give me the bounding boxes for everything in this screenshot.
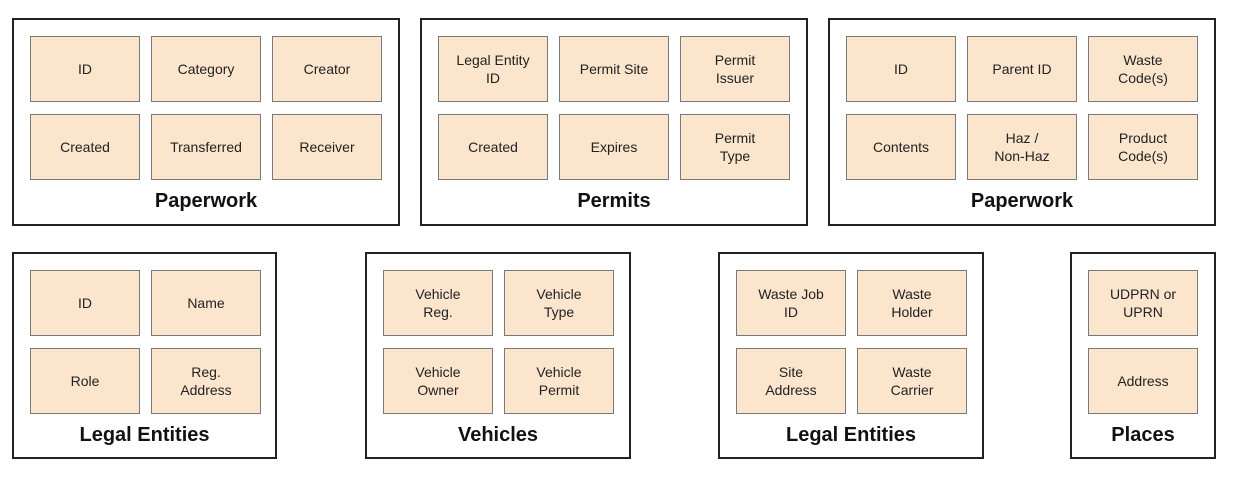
field-label: Waste Holder xyxy=(891,286,933,320)
field-label: Permit Type xyxy=(714,130,756,164)
field-box: Role xyxy=(30,348,140,414)
permits-group: Legal Entity ID Permit Site Permit Issue… xyxy=(420,18,808,226)
field-box: Haz / Non-Haz xyxy=(967,114,1077,180)
field-label: Permit Site xyxy=(579,61,649,77)
field-label: Permit Issuer xyxy=(714,52,756,86)
field-label: Contents xyxy=(872,139,930,155)
field-label: ID xyxy=(78,295,92,311)
field-label: Waste Carrier xyxy=(890,364,934,398)
field-box: Waste Code(s) xyxy=(1088,36,1198,102)
field-box: Waste Job ID xyxy=(736,270,846,336)
field-box: Receiver xyxy=(272,114,382,180)
field-label: Vehicle Type xyxy=(536,286,582,320)
field-box: ID xyxy=(30,36,140,102)
field-box: Permit Site xyxy=(559,36,669,102)
field-label: Expires xyxy=(590,139,638,155)
group-title: Vehicles xyxy=(457,424,539,446)
field-label: ID xyxy=(894,61,908,77)
field-box: Vehicle Permit xyxy=(504,348,614,414)
field-box: Contents xyxy=(846,114,956,180)
field-box: Vehicle Owner xyxy=(383,348,493,414)
field-label: Waste Job ID xyxy=(758,286,824,320)
paperwork-group-2: ID Parent ID Waste Code(s) Contents Haz … xyxy=(828,18,1216,226)
field-box: Product Code(s) xyxy=(1088,114,1198,180)
vehicles-group: Vehicle Reg. Vehicle Type Vehicle Owner … xyxy=(365,252,631,459)
field-box: Reg. Address xyxy=(151,348,261,414)
field-label: Name xyxy=(187,295,225,311)
field-box: Transferred xyxy=(151,114,261,180)
places-group: UDPRN or UPRN Address Places xyxy=(1070,252,1216,459)
field-box: Created xyxy=(438,114,548,180)
field-box: Expires xyxy=(559,114,669,180)
field-box: Site Address xyxy=(736,348,846,414)
group-title: Legal Entities xyxy=(785,424,917,446)
field-label: Role xyxy=(70,373,100,389)
legal-entities-group-2: Waste Job ID Waste Holder Site Address W… xyxy=(718,252,984,459)
field-label: Vehicle Owner xyxy=(415,364,461,398)
field-box: ID xyxy=(846,36,956,102)
field-box: Name xyxy=(151,270,261,336)
field-box: Parent ID xyxy=(967,36,1077,102)
field-label: Waste Code(s) xyxy=(1118,52,1168,86)
field-label: Site Address xyxy=(765,364,817,398)
field-box: Creator xyxy=(272,36,382,102)
paperwork-group-1: ID Category Creator Created Transferred … xyxy=(12,18,400,226)
group-title: Places xyxy=(1111,424,1175,446)
field-label: ID xyxy=(78,61,92,77)
group-title: Paperwork xyxy=(970,190,1074,212)
field-label: Reg. Address xyxy=(180,364,232,398)
field-label: Created xyxy=(60,139,110,155)
field-box: Legal Entity ID xyxy=(438,36,548,102)
field-box: Vehicle Reg. xyxy=(383,270,493,336)
field-label: Address xyxy=(1117,373,1169,389)
field-box: Waste Holder xyxy=(857,270,967,336)
field-box: Waste Carrier xyxy=(857,348,967,414)
field-label: Haz / Non-Haz xyxy=(994,130,1050,164)
field-label: Vehicle Permit xyxy=(536,364,582,398)
field-box: UDPRN or UPRN xyxy=(1088,270,1198,336)
field-box: Permit Type xyxy=(680,114,790,180)
field-label: UDPRN or UPRN xyxy=(1109,286,1177,320)
field-box: ID xyxy=(30,270,140,336)
field-label: Vehicle Reg. xyxy=(415,286,461,320)
field-box: Category xyxy=(151,36,261,102)
field-box: Address xyxy=(1088,348,1198,414)
field-label: Legal Entity ID xyxy=(456,52,530,86)
field-label: Created xyxy=(468,139,518,155)
field-box: Permit Issuer xyxy=(680,36,790,102)
field-label: Product Code(s) xyxy=(1118,130,1168,164)
group-title: Paperwork xyxy=(154,190,258,212)
group-title: Legal Entities xyxy=(79,424,210,446)
field-label: Receiver xyxy=(299,139,355,155)
group-title: Permits xyxy=(577,190,651,212)
field-label: Creator xyxy=(303,61,351,77)
field-label: Transferred xyxy=(170,139,242,155)
field-label: Category xyxy=(177,61,235,77)
field-box: Created xyxy=(30,114,140,180)
field-box: Vehicle Type xyxy=(504,270,614,336)
legal-entities-group-1: ID Name Role Reg. Address Legal Entities xyxy=(12,252,277,459)
field-label: Parent ID xyxy=(992,61,1052,77)
